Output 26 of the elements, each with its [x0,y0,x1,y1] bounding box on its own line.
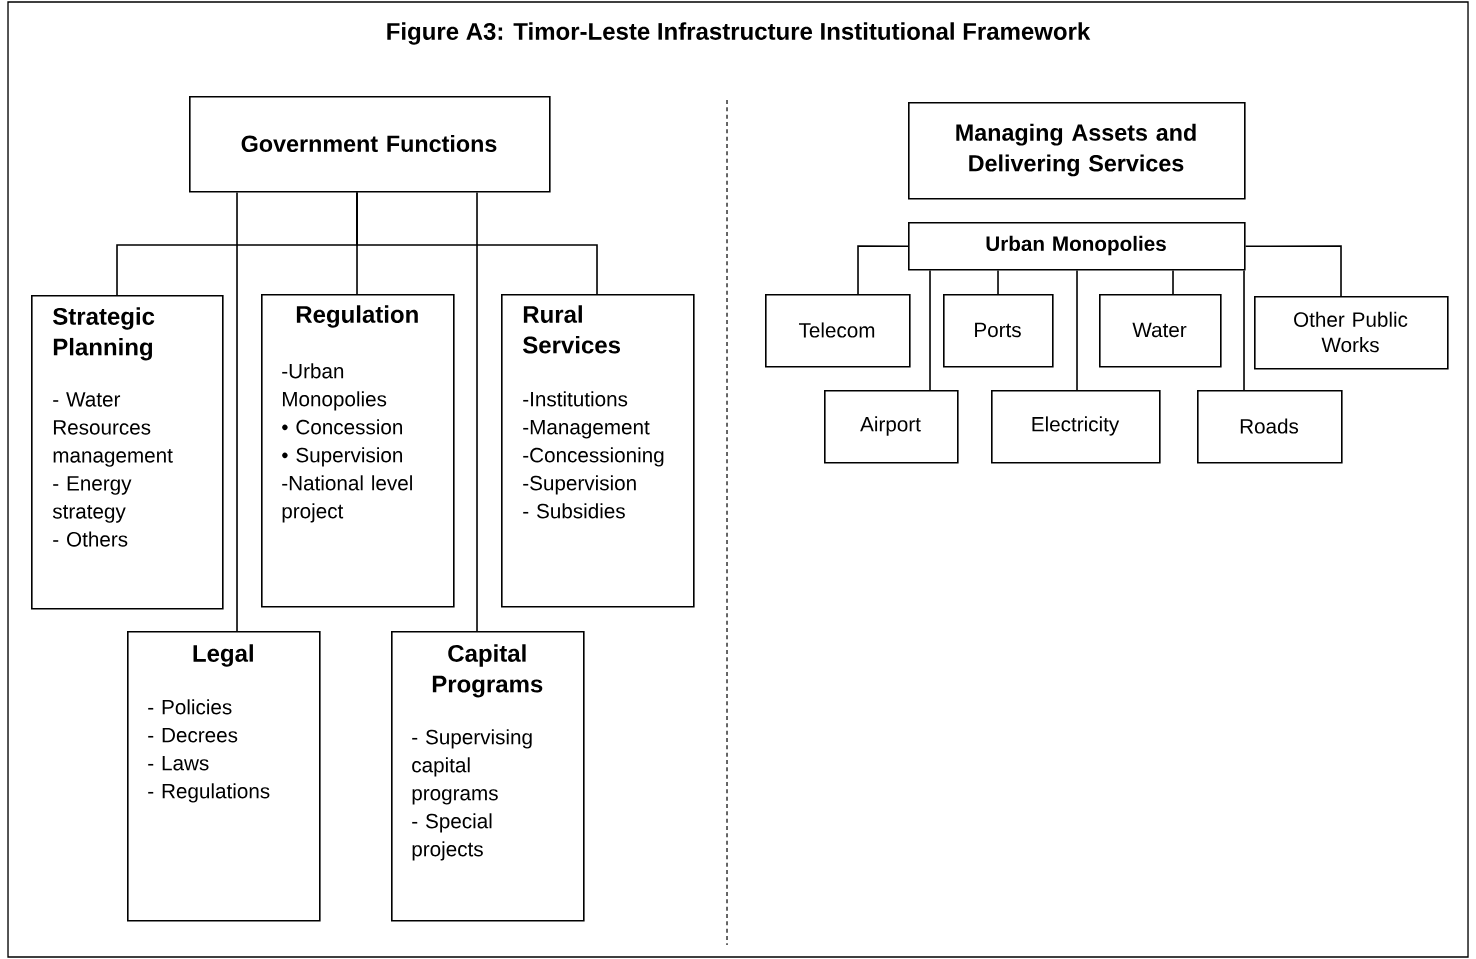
connector-line [1244,245,1342,297]
function-box: Regulation -Urban Monopolies • Concession • Supervision -National level project [261,294,455,608]
category-box: Other Public Works [1254,296,1449,370]
category-box: Telecom [765,294,911,368]
connector-line [929,269,931,391]
title: Figure A3: Timor-Leste Infrastructure Institutional Framework [387,22,1091,45]
connector-line [1243,269,1245,391]
category-box: Electricity [991,390,1161,464]
category-box: Ports [943,294,1054,368]
heading-box: Managing Assets and Delivering Services [908,102,1246,200]
connector-line [997,269,999,295]
function-box: Rural Services -Institutions -Management -Concessioning -Supervision - Subsidies [501,294,695,608]
connector-line [356,191,598,295]
function-box: Legal - Policies - Decrees - Laws - Regulations [127,631,321,922]
connector-line [1172,269,1174,295]
connector-line [1076,269,1078,391]
function-box: Capital Programs - Supervising capital programs - Special projects [391,631,585,922]
function-box: Strategic Planning - Water Resources management - Energy strategy - Others [31,295,224,610]
heading-box: Government Functions [189,96,551,193]
heading-box: Urban Monopolies [908,222,1246,271]
category-box: Roads [1197,390,1343,464]
connector-line [236,191,238,632]
connector-line [476,191,478,632]
category-box: Airport [824,390,959,464]
category-box: Water [1099,294,1222,368]
connector-line [857,245,909,295]
